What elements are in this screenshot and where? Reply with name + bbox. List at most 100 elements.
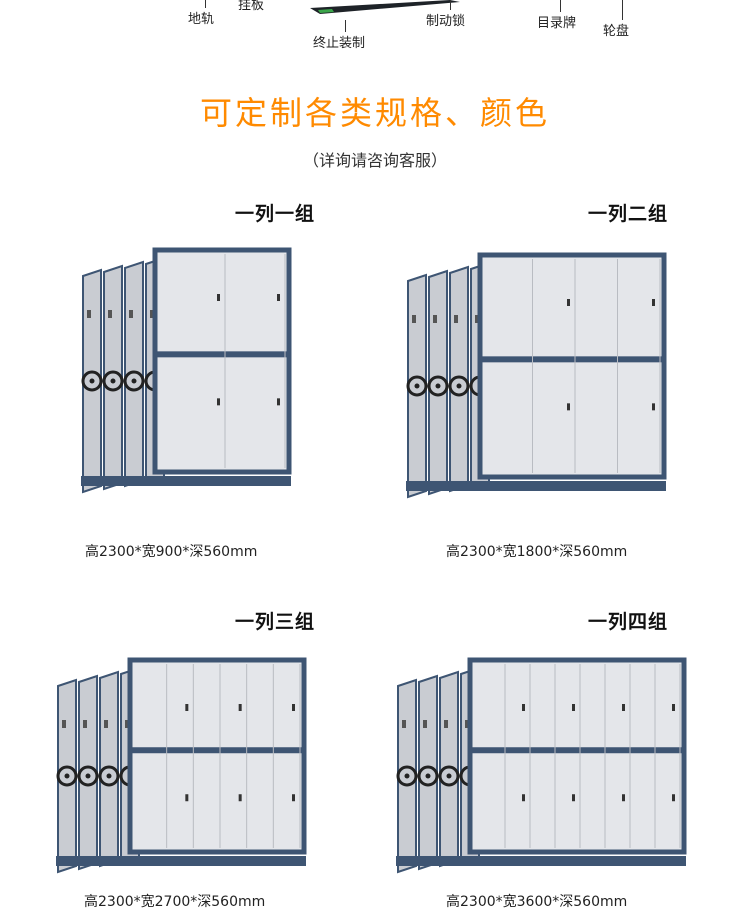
door-lock: [522, 704, 525, 711]
cabinet-front: [127, 657, 307, 855]
door-lock: [292, 704, 295, 711]
label-slot: [433, 315, 437, 323]
top-parts-strip: 地轨 挂板 终止装制 制动锁 目录牌 轮盘: [0, 0, 750, 60]
wheel-handle: [417, 765, 439, 787]
door-lock: [238, 704, 242, 711]
side-carriage: [418, 674, 438, 871]
door-lock: [277, 294, 280, 301]
cabinet-image-1col-2group: [406, 252, 667, 499]
wheel-handle: [448, 375, 470, 397]
label-slot: [125, 720, 129, 728]
label-hanging-board: 挂板: [238, 0, 265, 13]
wheel-hub: [425, 773, 431, 779]
dims-caption-2: 高2300*宽1800*深560mm: [446, 544, 628, 560]
wheel-hub: [131, 378, 137, 384]
dims-caption-4: 高2300*宽3600*深560mm: [446, 894, 628, 910]
side-carriage: [78, 674, 98, 871]
door-lock: [652, 403, 655, 411]
cabinet-base: [406, 481, 666, 491]
middle-rail: [480, 356, 664, 363]
label-brake-lock: 制动锁: [426, 14, 466, 29]
wheel-hub: [106, 773, 112, 779]
door-lock: [185, 704, 189, 711]
label-slot: [454, 315, 458, 323]
middle-rail: [470, 747, 684, 754]
group-title-1: 一列一组: [235, 203, 316, 225]
wheel-handle: [427, 375, 449, 397]
section-subline: （详询请咨询客服）: [302, 151, 447, 170]
section-headline: 可定制各类规格、颜色: [199, 94, 550, 132]
label-slot: [108, 310, 112, 318]
cabinet-front: [477, 252, 667, 480]
door-lock: [217, 294, 220, 301]
group-title-2: 一列二组: [588, 203, 669, 225]
rail-track-image: [310, 0, 460, 14]
label-slot: [475, 315, 479, 323]
wheel-handle: [102, 370, 124, 392]
label-slot: [129, 310, 133, 318]
wheel-handle: [396, 765, 418, 787]
door-lock: [567, 299, 570, 306]
cabinet-front: [152, 247, 292, 475]
door-lock: [572, 704, 575, 711]
cabinet-base: [56, 856, 306, 866]
label-slot: [104, 720, 108, 728]
wheel-hub: [64, 773, 70, 779]
wheel-handle: [56, 765, 78, 787]
label-slot: [87, 310, 91, 318]
cabinet-front: [467, 657, 687, 855]
wheel-handle: [98, 765, 120, 787]
wheel-hub: [110, 378, 116, 384]
wheel-handle: [123, 370, 145, 392]
door-lock: [672, 704, 675, 711]
door-lock: [217, 398, 220, 406]
door-lock: [522, 794, 525, 802]
label-slot: [83, 720, 87, 728]
dims-caption-3: 高2300*宽2700*深560mm: [84, 894, 266, 910]
middle-rail: [155, 351, 289, 358]
cabinet-image-1col-3group: [56, 657, 307, 874]
wheel-handle: [438, 765, 460, 787]
cabinet-base: [81, 476, 291, 486]
door-lock: [672, 794, 675, 802]
wheel-hub: [404, 773, 410, 779]
label-slot: [423, 720, 427, 728]
label-wheel: 轮盘: [603, 24, 630, 39]
label-end-device: 终止装制: [313, 36, 366, 51]
wheel-hub: [89, 378, 95, 384]
wheel-hub: [446, 773, 452, 779]
label-directory-plate: 目录牌: [537, 16, 577, 31]
door-lock: [572, 794, 575, 802]
label-ground-rail: 地轨: [188, 12, 215, 27]
group-title-4: 一列四组: [588, 611, 669, 633]
door-lock: [652, 299, 655, 306]
label-slot: [150, 310, 154, 318]
wheel-hub: [85, 773, 91, 779]
label-slot: [412, 315, 416, 323]
side-carriage: [103, 264, 123, 491]
wheel-hub: [414, 383, 420, 389]
cabinet-image-1col-4group: [396, 657, 687, 874]
wheel-hub: [456, 383, 462, 389]
door-lock: [622, 704, 625, 711]
door-lock: [238, 794, 242, 802]
label-slot: [402, 720, 406, 728]
group-title-3: 一列三组: [235, 611, 316, 633]
wheel-handle: [81, 370, 103, 392]
door-lock: [277, 398, 280, 406]
label-slot: [62, 720, 66, 728]
door-lock: [185, 794, 189, 802]
wheel-handle: [77, 765, 99, 787]
door-lock: [292, 794, 295, 802]
wheel-handle: [406, 375, 428, 397]
cabinet-image-1col-1group: [81, 247, 292, 494]
door-lock: [567, 403, 570, 411]
dims-caption-1: 高2300*宽900*深560mm: [85, 544, 258, 560]
label-slot: [465, 720, 469, 728]
wheel-hub: [435, 383, 441, 389]
cabinet-base: [396, 856, 686, 866]
label-slot: [444, 720, 448, 728]
middle-rail: [130, 747, 304, 754]
door-lock: [622, 794, 625, 802]
side-carriage: [428, 269, 448, 496]
